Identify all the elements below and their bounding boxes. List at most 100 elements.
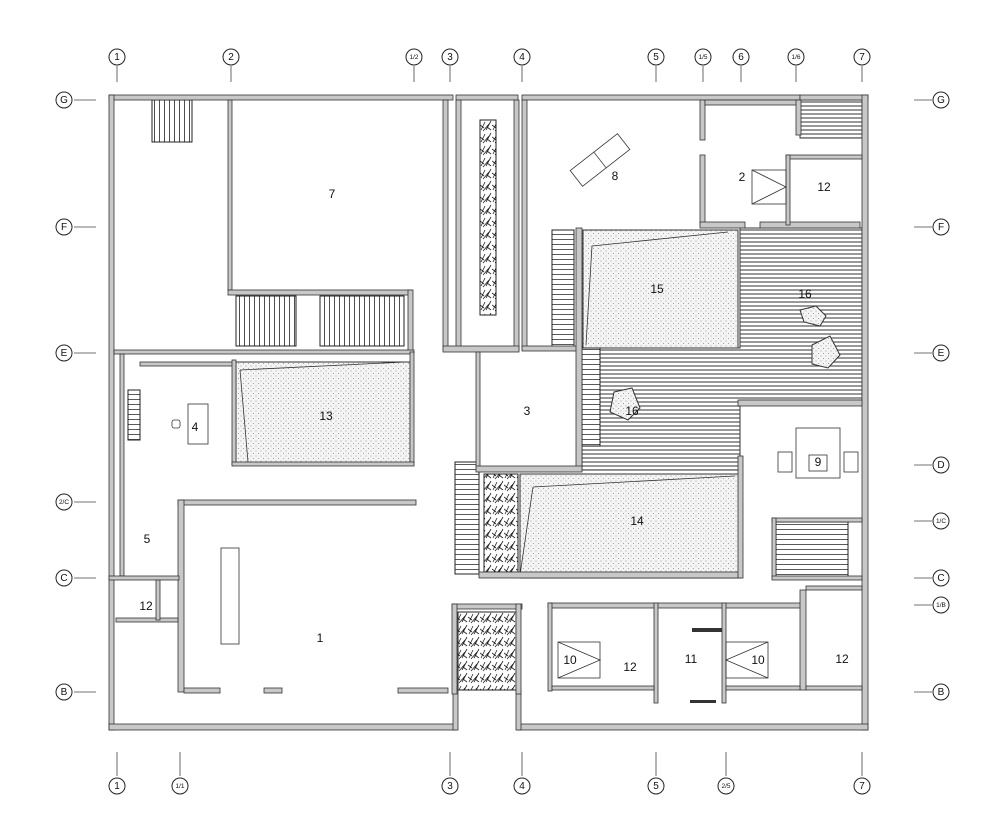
grid-bubble-top: 1 [108,48,126,66]
stair [319,295,405,347]
grid-label: 2 [228,52,234,63]
grid-label: 2/C [59,499,69,506]
grid-bubble-right: 1/B [932,596,950,614]
grid-label: 3 [447,52,453,63]
stair [454,461,480,575]
room-label-14: 14 [630,514,644,528]
grid-label: D [937,460,944,471]
room-label-10: 10 [751,653,765,667]
room-label-1: 1 [317,631,324,645]
room-label-12: 12 [623,660,637,674]
room-label-5: 5 [144,532,151,546]
grid-bubble-bottom: 1 [108,777,126,795]
room-label-12: 12 [817,180,831,194]
room-label-8: 8 [612,169,619,183]
grid-label: 7 [859,52,865,63]
room-label-2: 2 [739,170,746,184]
grid-bubble-left: F [55,218,73,236]
grid-bubble-top: 6 [732,48,750,66]
grid-label: E [61,348,68,359]
stair [775,521,849,579]
grid-bubble-bottom: 4 [513,777,531,795]
grid-label: 6 [738,52,744,63]
grid-label: B [938,687,945,698]
grid-bubble-right: 1/C [932,512,950,530]
grid-label: 1/2 [409,54,418,61]
grid-label: 1 [114,52,120,63]
room-label-13: 13 [319,409,333,423]
grid-bubble-bottom: 7 [853,777,871,795]
stairs [127,99,849,579]
bed-2 [751,169,787,205]
grid-bubble-top: 4 [513,48,531,66]
grid-bubble-bottom: 5 [647,777,665,795]
room-label-16: 16 [625,404,639,418]
grid-bubble-top: 7 [853,48,871,66]
grid-label: C [937,573,944,584]
grid-label: 3 [447,781,453,792]
grid-label: 5 [653,52,659,63]
room-label-9: 9 [815,455,822,469]
pools [235,229,741,579]
planter [483,473,519,573]
grid-bubble-top: 2 [222,48,240,66]
sofa-set-9 [795,427,841,479]
grid-label: 1 [114,781,120,792]
room-label-7: 7 [329,187,336,201]
chair [171,419,181,429]
grid-bubble-right: G [932,91,950,109]
grid-label: 2/5 [721,783,730,790]
bed-8 [569,133,631,187]
grid-label: 7 [859,781,865,792]
grid-bubble-left: C [55,569,73,587]
grid-label: 1/1 [175,783,184,790]
grid-bubble-left: B [55,683,73,701]
room-labels: 7 8 2 12 15 16 16 4 13 3 9 5 14 12 1 10 12 11 10 12 [139,169,849,674]
deck-top-right [799,99,863,139]
grid-label: E [938,348,945,359]
grid-bubble-top: 5 [647,48,665,66]
grid-label: 1/6 [791,54,800,61]
room-label-15: 15 [650,282,664,296]
counter-1 [220,547,240,645]
grid-bubble-top: 1/5 [694,48,712,66]
grid-bubble-left: E [55,344,73,362]
grid-label: 1/B [936,602,946,609]
room-label-16: 16 [798,287,812,301]
grid-bubble-top: 3 [441,48,459,66]
grid-label: G [937,95,945,106]
grid-bubble-left: 2/C [55,493,73,511]
grid-bubble-bottom: 3 [441,777,459,795]
grid-bubble-bottom: 1/1 [171,777,189,795]
planter [457,611,517,691]
grid-bubble-bottom: 2/5 [717,777,735,795]
grid-label: 5 [653,781,659,792]
stair [127,389,141,441]
rock [811,335,841,369]
grid-bubble-right: C [932,569,950,587]
grid-bubble-top: 1/2 [405,48,423,66]
grid-bubble-left: G [55,91,73,109]
grid-label: B [61,687,68,698]
room-label-10: 10 [563,653,577,667]
room-label-12: 12 [139,599,153,613]
grid-bubble-right: D [932,456,950,474]
furniture [171,133,859,703]
room-label-3: 3 [524,404,531,418]
stair [151,99,193,143]
room-label-12: 12 [835,652,849,666]
room-label-4: 4 [192,420,199,434]
grid-bubble-right: E [932,344,950,362]
grid-label: F [61,222,67,233]
room-label-11: 11 [685,652,698,666]
grid-label: 1/C [936,518,946,525]
grid-bubble-right: B [932,683,950,701]
pool-15 [582,229,739,349]
grid-bubble-right: F [932,218,950,236]
deck-areas [581,99,863,471]
planter [479,119,497,316]
stair [235,295,297,347]
room-label-box [808,454,828,472]
walls [108,94,869,731]
